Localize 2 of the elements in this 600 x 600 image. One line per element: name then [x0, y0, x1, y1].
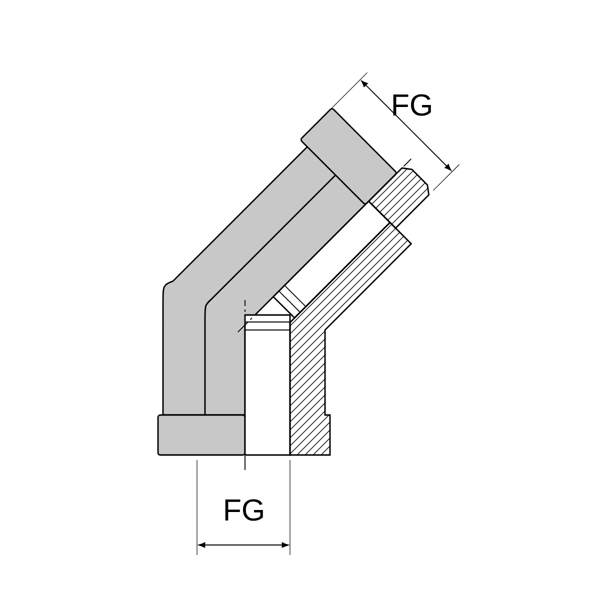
dimension-label: FG	[225, 499, 263, 521]
dimension-label: FG	[393, 94, 431, 116]
